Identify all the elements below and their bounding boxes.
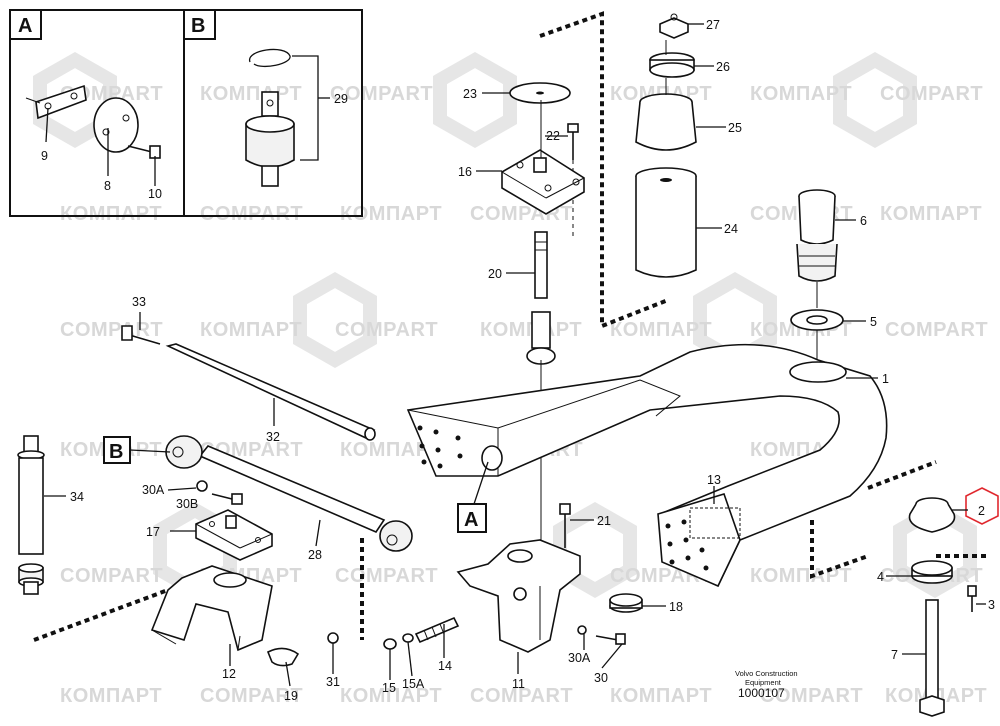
part-label-22: 22 (546, 129, 560, 143)
part-label-33: 33 (132, 295, 146, 309)
part-label-15: 15 (382, 681, 396, 695)
watermark-text: COMPART (60, 565, 163, 587)
part-label-7: 7 (891, 648, 898, 662)
maker-line-2: Equipment (745, 678, 782, 687)
part-label-26: 26 (716, 60, 730, 74)
part-label-10: 10 (148, 187, 162, 201)
part-label-6: 6 (860, 214, 867, 228)
part-label-30a-left: 30A (142, 483, 165, 497)
part-label-3: 3 (988, 598, 995, 612)
callout-a-label: A (464, 509, 478, 531)
footer: Volvo Construction Equipment 1000107 (735, 669, 798, 700)
watermark-text: КОМПАРТ (340, 685, 442, 707)
part-label-34: 34 (70, 490, 84, 504)
watermark-text: КОМПАРТ (60, 685, 162, 707)
part-label-21: 21 (597, 514, 611, 528)
part-label-2: 2 (978, 504, 985, 518)
watermark-text: КОМПАРТ (880, 203, 982, 225)
watermark-text: КОМПАРТ (200, 319, 302, 341)
part-label-9: 9 (41, 149, 48, 163)
watermark-text: COMPART (335, 319, 438, 341)
part-label-17: 17 (146, 525, 160, 539)
part-label-4: 4 (877, 570, 884, 584)
part-label-28: 28 (308, 548, 322, 562)
part-label-13: 13 (707, 473, 721, 487)
part-label-11: 11 (512, 677, 525, 691)
watermark-text: КОМПАРТ (610, 685, 712, 707)
watermark-text: COMPART (60, 319, 163, 341)
watermark-text: COMPART (880, 83, 983, 105)
part-label-30: 30 (594, 671, 608, 685)
part-label-14: 14 (438, 659, 452, 673)
watermark-text: КОМПАРТ (200, 83, 302, 105)
leader-lines (44, 23, 986, 687)
inset-b: B 29 (183, 9, 363, 217)
bracket-12 (150, 565, 273, 652)
part-label-20: 20 (488, 267, 502, 281)
part-label-12: 12 (222, 667, 236, 681)
watermark-text: КОМПАРТ (750, 83, 852, 105)
small-parts (266, 593, 643, 667)
part-label-32: 32 (266, 430, 280, 444)
right-side-parts (908, 487, 999, 717)
watermark-text: КОМПАРТ (480, 319, 582, 341)
callout-b: B (103, 436, 171, 464)
part-label-18: 18 (669, 600, 683, 614)
part-label-30a-bottom: 30A (568, 651, 591, 665)
bracket-11 (456, 503, 626, 653)
stabilizer-rod-32 (121, 325, 376, 441)
watermark-text: COMPART (760, 685, 863, 707)
shock-absorber-34 (17, 435, 45, 595)
part-label-24: 24 (724, 222, 738, 236)
part-label-1: 1 (882, 372, 889, 386)
part-label-27: 27 (706, 18, 720, 32)
bracket-17 (195, 509, 273, 561)
part-label-25: 25 (728, 121, 742, 135)
part-label-5: 5 (870, 315, 877, 329)
watermark-text: COMPART (200, 685, 303, 707)
watermark-text: COMPART (470, 685, 573, 707)
inset-a: A 9 8 10 (9, 9, 185, 217)
part-labels: 27 26 25 24 23 22 16 20 6 5 1 2 4 3 7 13… (70, 18, 995, 703)
callout-b-label: B (109, 441, 123, 463)
drawing-number: 1000107 (738, 686, 785, 700)
part-label-30b: 30B (176, 497, 198, 511)
watermark-text: COMPART (885, 319, 988, 341)
part-label-19: 19 (284, 689, 298, 703)
maker-line-1: Volvo Construction (735, 669, 798, 678)
part-label-23: 23 (463, 87, 477, 101)
part-label-16: 16 (458, 165, 472, 179)
inset-b-title: B (191, 15, 205, 37)
inset-a-title: A (18, 15, 32, 37)
watermark-text: КОМПАРТ (340, 439, 442, 461)
watermark-text: КОМПАРТ (340, 203, 442, 225)
callout-a: A (457, 461, 489, 533)
part-label-8: 8 (104, 179, 111, 193)
frame-part-1 (406, 343, 888, 588)
dashed-boundaries (33, 11, 990, 642)
bump-stop-assembly (790, 189, 844, 362)
watermark-text: COMPART (335, 565, 438, 587)
highlight-marker (965, 487, 999, 525)
watermark-text: COMPART (200, 203, 303, 225)
part-label-31: 31 (326, 675, 340, 689)
top-mount-assembly (501, 13, 697, 550)
part-label-29: 29 (334, 92, 348, 106)
part-label-15a: 15A (402, 677, 425, 691)
watermark-text: КОМПАРТ (750, 565, 852, 587)
watermark-text: КОМПАРТ (610, 319, 712, 341)
torque-rod-28 (165, 435, 413, 552)
watermark-text: КОМПАРТ (60, 203, 162, 225)
watermark-text: COMPART (330, 83, 433, 105)
